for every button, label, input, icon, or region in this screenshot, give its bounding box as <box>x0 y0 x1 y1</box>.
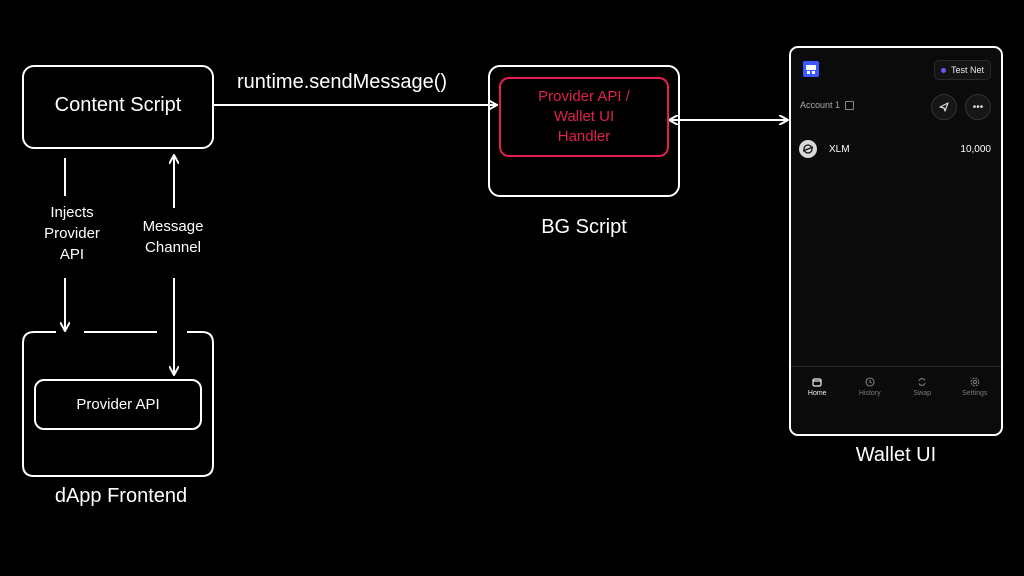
handler-line-2: Wallet UI <box>553 108 615 125</box>
send-icon <box>939 102 949 112</box>
message-channel-line-2: Channel <box>145 239 201 256</box>
swap-icon <box>918 378 926 386</box>
more-button[interactable]: ••• <box>965 94 991 120</box>
network-label: Test Net <box>950 65 984 75</box>
asset-balance: 10,000 <box>960 143 991 155</box>
message-channel-line-1: Message <box>142 218 204 235</box>
content-script-box <box>22 65 214 149</box>
nav-home[interactable]: Home <box>791 367 844 407</box>
network-dot-icon <box>940 67 946 73</box>
handler-line-3: Handler <box>557 128 611 145</box>
send-message-label: runtime.sendMessage() <box>237 71 448 93</box>
more-icon: ••• <box>972 101 984 113</box>
account-name: Account 1 <box>800 100 841 110</box>
wallet-logo-icon <box>803 61 819 77</box>
provider-api-label: Provider API <box>76 396 160 413</box>
nav-swap[interactable]: Swap <box>896 367 949 407</box>
asset-row[interactable]: XLM 10,000 <box>799 138 991 160</box>
asset-symbol: XLM <box>829 143 850 155</box>
provider-api-box: Provider API <box>34 379 202 430</box>
provider-wallet-handler: Provider API / Wallet UI Handler <box>499 77 669 157</box>
injects-label: Injects Provider API <box>22 202 122 265</box>
dapp-frontend-box <box>22 331 214 477</box>
bg-script-box <box>488 65 680 197</box>
wallet-icon <box>812 378 822 387</box>
bg-script-caption: BG Script <box>541 216 627 238</box>
dapp-frontend-caption: dApp Frontend <box>54 485 188 507</box>
nav-history-label: History <box>858 390 881 397</box>
wallet-nav: Home History Swap Settings <box>791 366 1001 407</box>
handler-line-1: Provider API / <box>538 88 630 105</box>
nav-home-label: Home <box>807 390 827 397</box>
message-channel-label: Message Channel <box>122 216 224 258</box>
injects-line-3: API <box>59 246 85 263</box>
nav-settings[interactable]: Settings <box>949 367 1002 407</box>
network-badge[interactable]: Test Net <box>933 60 991 80</box>
nav-swap-label: Swap <box>913 390 931 397</box>
injects-line-1: Injects <box>50 204 94 221</box>
clock-icon <box>865 377 875 387</box>
gear-icon <box>970 377 980 387</box>
content-script-title: Content Script <box>54 94 182 116</box>
injects-line-2: Provider <box>44 225 100 242</box>
wallet-window: Test Net Account 1 ••• XLM 10,000 Home H… <box>789 46 1003 436</box>
nav-settings-label: Settings <box>962 390 988 397</box>
send-button[interactable] <box>931 94 957 120</box>
nav-history[interactable]: History <box>844 367 897 407</box>
copy-icon[interactable] <box>845 100 855 110</box>
wallet-ui-caption: Wallet UI <box>855 444 937 466</box>
xlm-icon <box>799 140 817 158</box>
account-selector[interactable]: Account 1 <box>800 100 855 110</box>
